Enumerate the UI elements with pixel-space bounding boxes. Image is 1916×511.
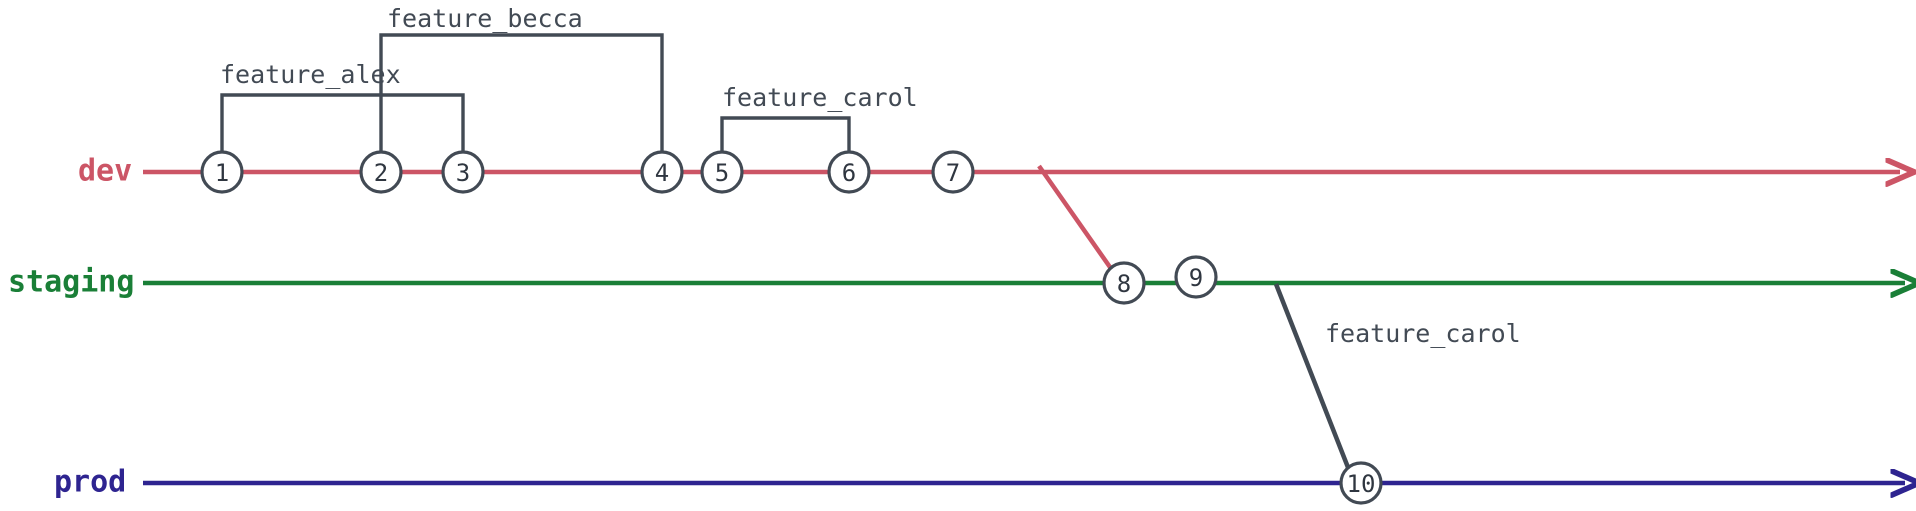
merge-edge-dev-to-staging	[1037, 164, 1114, 272]
commit-circle-4[interactable]	[640, 150, 684, 194]
commit-circle-7[interactable]	[931, 150, 975, 194]
commit-node-9[interactable]: 9	[1174, 255, 1218, 299]
commit-label-1: 1	[215, 159, 229, 187]
commit-label-2: 2	[374, 159, 388, 187]
feature-bracket-feature_alex	[220, 93, 465, 155]
feature-label-feature_alex: feature_alex	[220, 60, 401, 89]
commit-node-8[interactable]: 8	[1102, 261, 1146, 305]
feature-brackets-group: feature_alex feature_becca feature_carol	[220, 4, 918, 155]
commit-node-3[interactable]: 3	[441, 150, 485, 194]
merge-edge-staging-to-prod	[1273, 283, 1352, 471]
branch-label-prod: prod	[54, 465, 126, 500]
commit-node-10[interactable]: 10	[1339, 461, 1383, 505]
commit-node-7[interactable]: 7	[931, 150, 975, 194]
commit-label-8: 8	[1117, 270, 1131, 298]
commit-circle-10[interactable]	[1339, 461, 1383, 505]
branch-labels-group: dev staging prod	[8, 154, 134, 500]
commit-circle-3[interactable]	[441, 150, 485, 194]
commit-label-5: 5	[715, 159, 729, 187]
commit-node-4[interactable]: 4	[640, 150, 684, 194]
branch-lines-group	[143, 172, 1905, 483]
commit-node-2[interactable]: 2	[359, 150, 403, 194]
commit-label-4: 4	[655, 159, 669, 187]
commit-label-10: 10	[1347, 470, 1376, 498]
commit-circle-5[interactable]	[700, 150, 744, 194]
branch-label-staging: staging	[8, 265, 134, 300]
commit-node-6[interactable]: 6	[827, 150, 871, 194]
commit-circle-1[interactable]	[200, 150, 244, 194]
feature-label-feature_carol: feature_carol	[722, 83, 918, 112]
branch-label-dev: dev	[78, 154, 132, 189]
feature-label-feature_becca: feature_becca	[387, 4, 583, 33]
feature-bracket-feature_becca	[379, 33, 664, 155]
commit-circle-8[interactable]	[1102, 261, 1146, 305]
commit-node-1[interactable]: 1	[200, 150, 244, 194]
edge-labels-group: feature_carol	[1325, 319, 1521, 348]
commit-circle-6[interactable]	[827, 150, 871, 194]
commit-nodes-group: 1 2 3 4 5 6 7 8 9 10	[200, 150, 1383, 505]
commit-label-3: 3	[456, 159, 470, 187]
commit-label-7: 7	[946, 159, 960, 187]
commit-circle-9[interactable]	[1174, 255, 1218, 299]
edge-label-feature_carol_prod: feature_carol	[1325, 319, 1521, 348]
commit-circle-2[interactable]	[359, 150, 403, 194]
commit-label-6: 6	[842, 159, 856, 187]
merge-edges-group	[1037, 164, 1352, 471]
feature-bracket-feature_carol	[720, 116, 851, 155]
commit-label-9: 9	[1189, 264, 1203, 292]
commit-node-5[interactable]: 5	[700, 150, 744, 194]
